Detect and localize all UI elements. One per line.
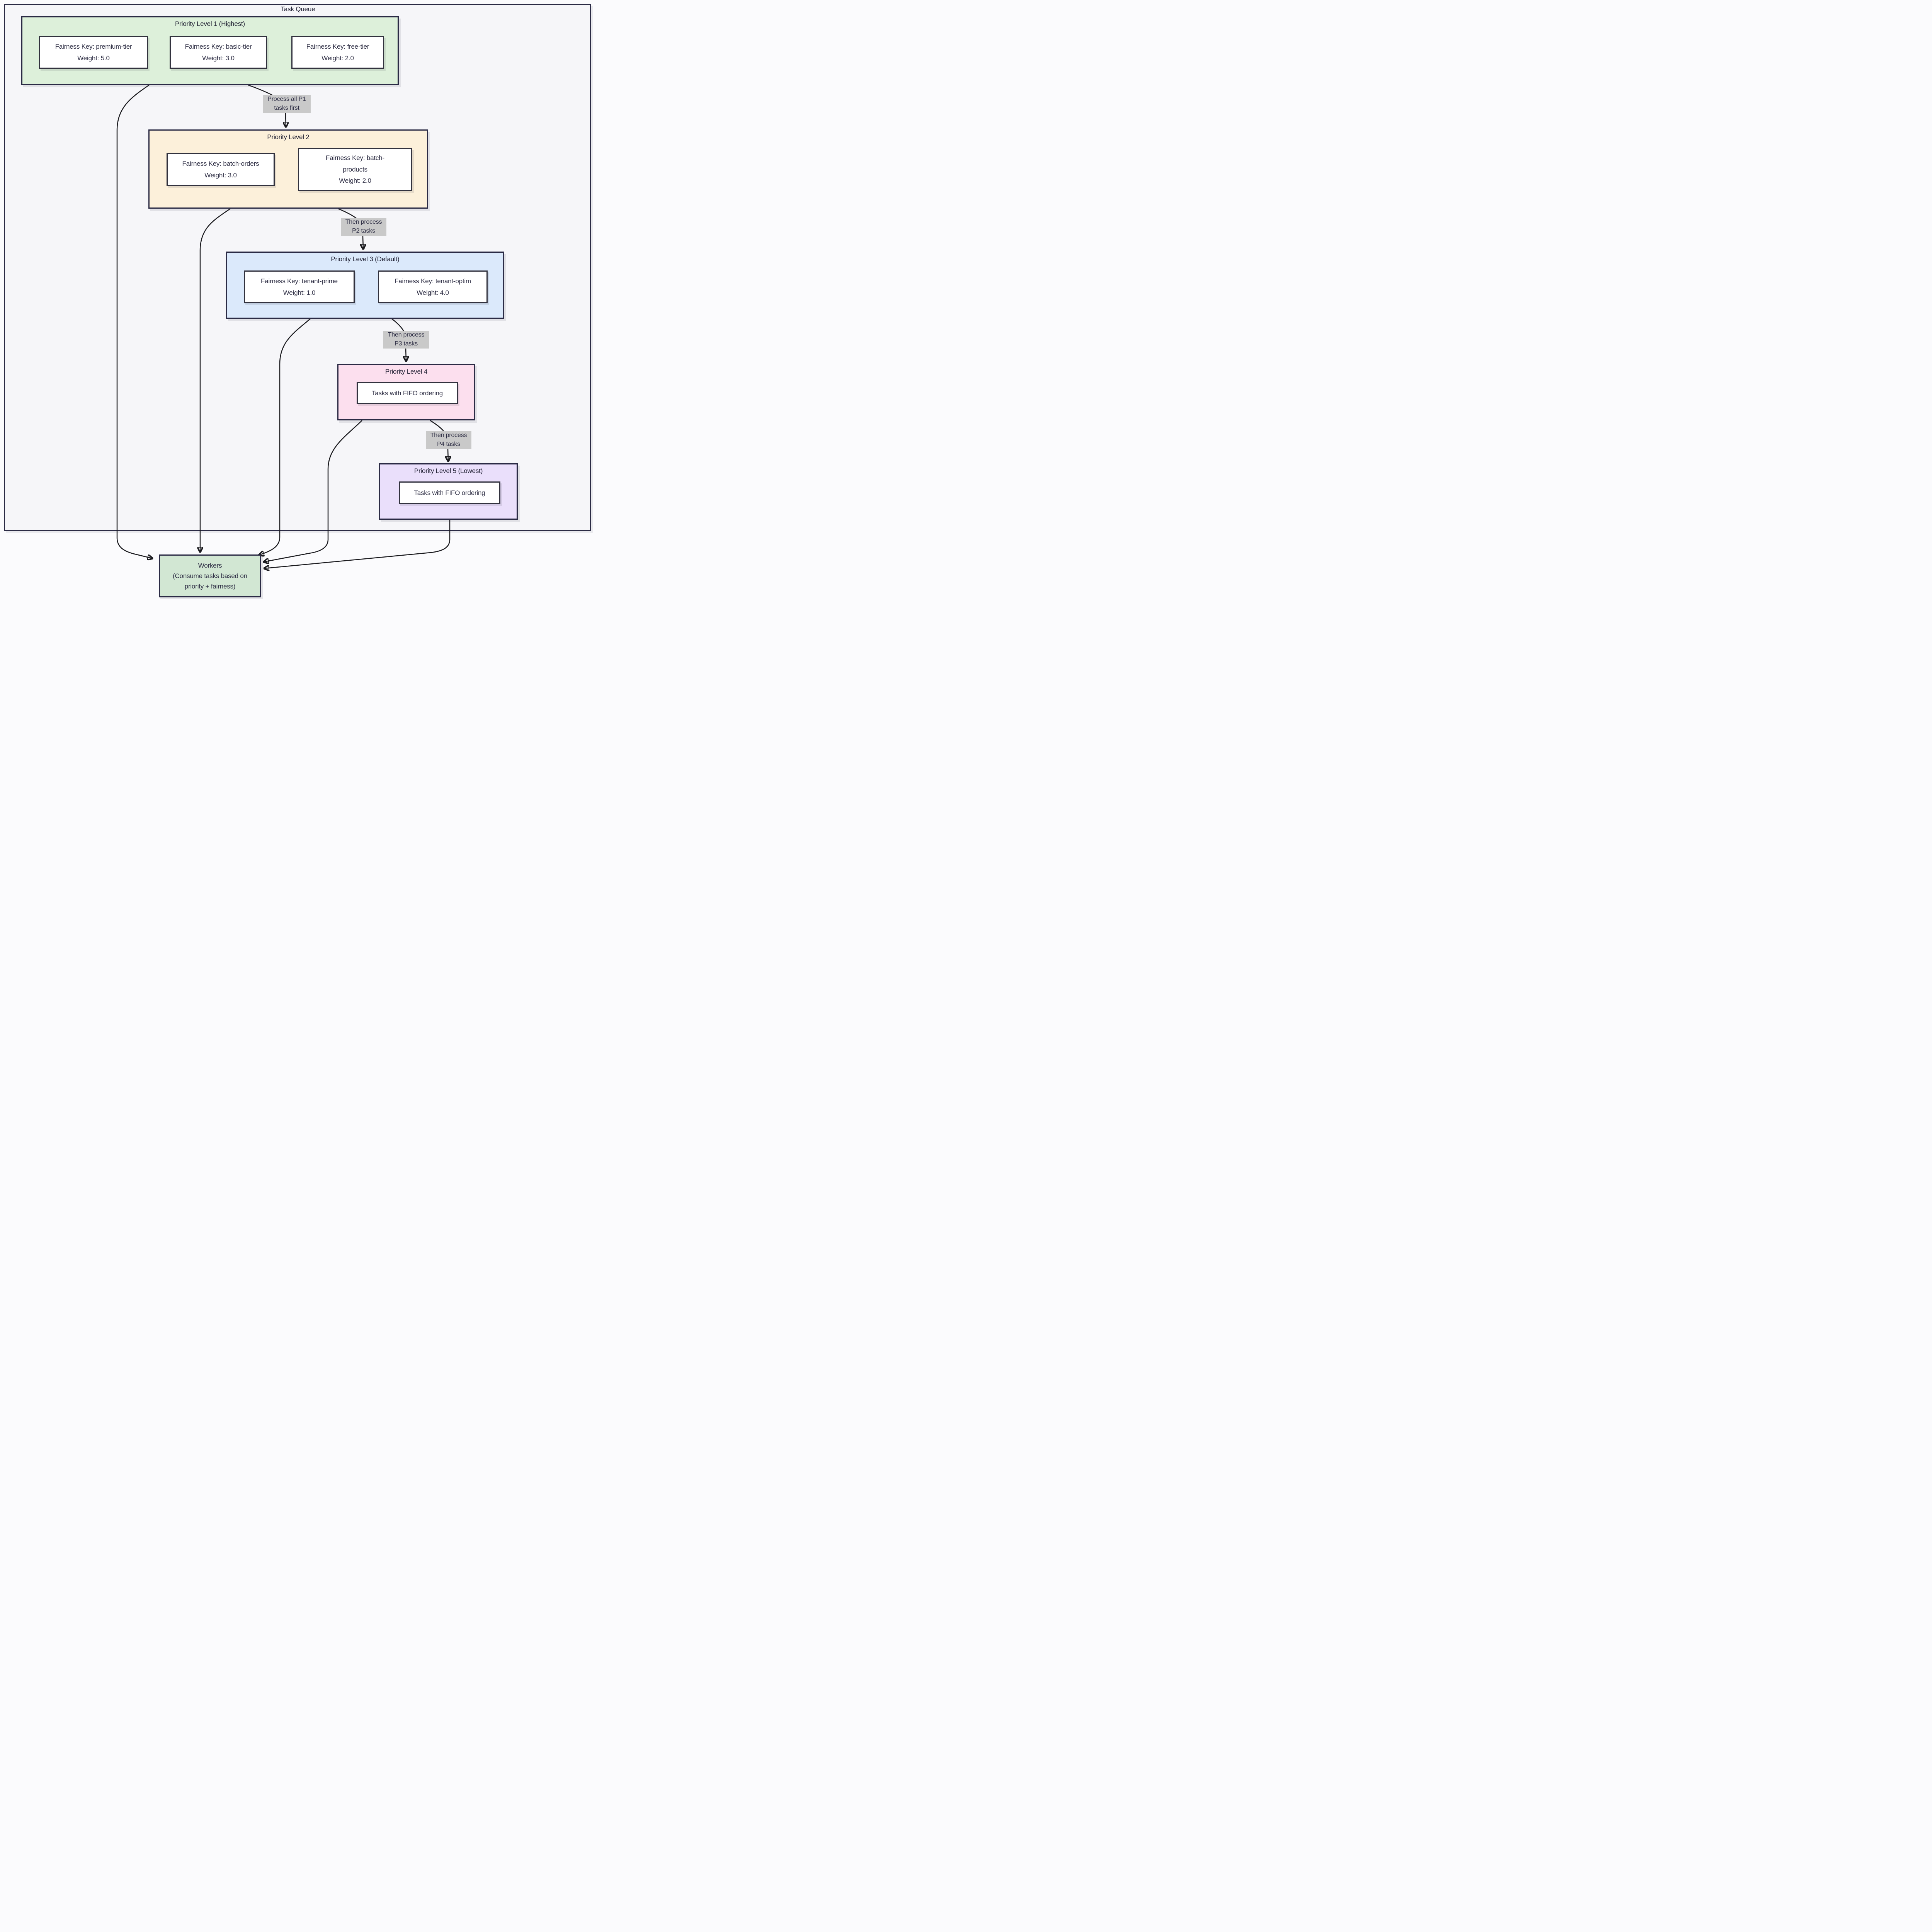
node-batch-products: Fairness Key: batch- products Weight: 2.… xyxy=(298,148,412,191)
cluster-priority-1-title: Priority Level 1 (Highest) xyxy=(175,20,245,27)
node-free-tier: Fairness Key: free-tier Weight: 2.0 xyxy=(291,36,384,69)
cluster-priority-5-title: Priority Level 5 (Lowest) xyxy=(414,467,483,474)
edge-p5-to-workers xyxy=(264,520,451,568)
edge-p1-to-workers xyxy=(116,84,152,558)
diagram-title: Task Queue xyxy=(281,5,315,13)
edge-label-process-p3: Then process P3 tasks xyxy=(383,331,429,349)
node-basic-tier: Fairness Key: basic-tier Weight: 3.0 xyxy=(170,36,267,69)
node-tenant-prime: Fairness Key: tenant-prime Weight: 1.0 xyxy=(244,270,355,303)
cluster-priority-3-title: Priority Level 3 (Default) xyxy=(331,255,400,263)
cluster-priority-5: Priority Level 5 (Lowest) Tasks with FIF… xyxy=(379,463,518,520)
node-p5-fifo: Tasks with FIFO ordering xyxy=(399,481,500,504)
cluster-priority-2: Priority Level 2 Fairness Key: batch-ord… xyxy=(148,129,428,209)
node-tenant-optim: Fairness Key: tenant-optim Weight: 4.0 xyxy=(378,270,488,303)
edge-label-process-p2: Then process P2 tasks xyxy=(341,218,386,236)
cluster-priority-1: Priority Level 1 (Highest) Fairness Key:… xyxy=(21,16,399,85)
edge-label-process-p4: Then process P4 tasks xyxy=(426,431,471,449)
node-p4-fifo: Tasks with FIFO ordering xyxy=(357,382,458,404)
edge-label-process-p1: Process all P1 tasks first xyxy=(263,95,311,113)
cluster-priority-4: Priority Level 4 Tasks with FIFO orderin… xyxy=(337,364,475,420)
cluster-priority-2-title: Priority Level 2 xyxy=(267,133,310,141)
edge-p4-to-workers xyxy=(264,420,362,562)
cluster-priority-4-title: Priority Level 4 xyxy=(385,368,428,375)
node-premium-tier: Fairness Key: premium-tier Weight: 5.0 xyxy=(39,36,148,69)
workers-node: Workers (Consume tasks based on priority… xyxy=(159,554,261,597)
edge-p2-to-workers xyxy=(200,208,231,552)
edge-p3-to-workers xyxy=(259,318,311,555)
cluster-priority-3: Priority Level 3 (Default) Fairness Key:… xyxy=(226,252,504,319)
flowchart-task-queue: Task Queue Priority Level 1 (Highest) Fa… xyxy=(0,0,596,601)
node-batch-orders: Fairness Key: batch-orders Weight: 3.0 xyxy=(167,153,275,186)
